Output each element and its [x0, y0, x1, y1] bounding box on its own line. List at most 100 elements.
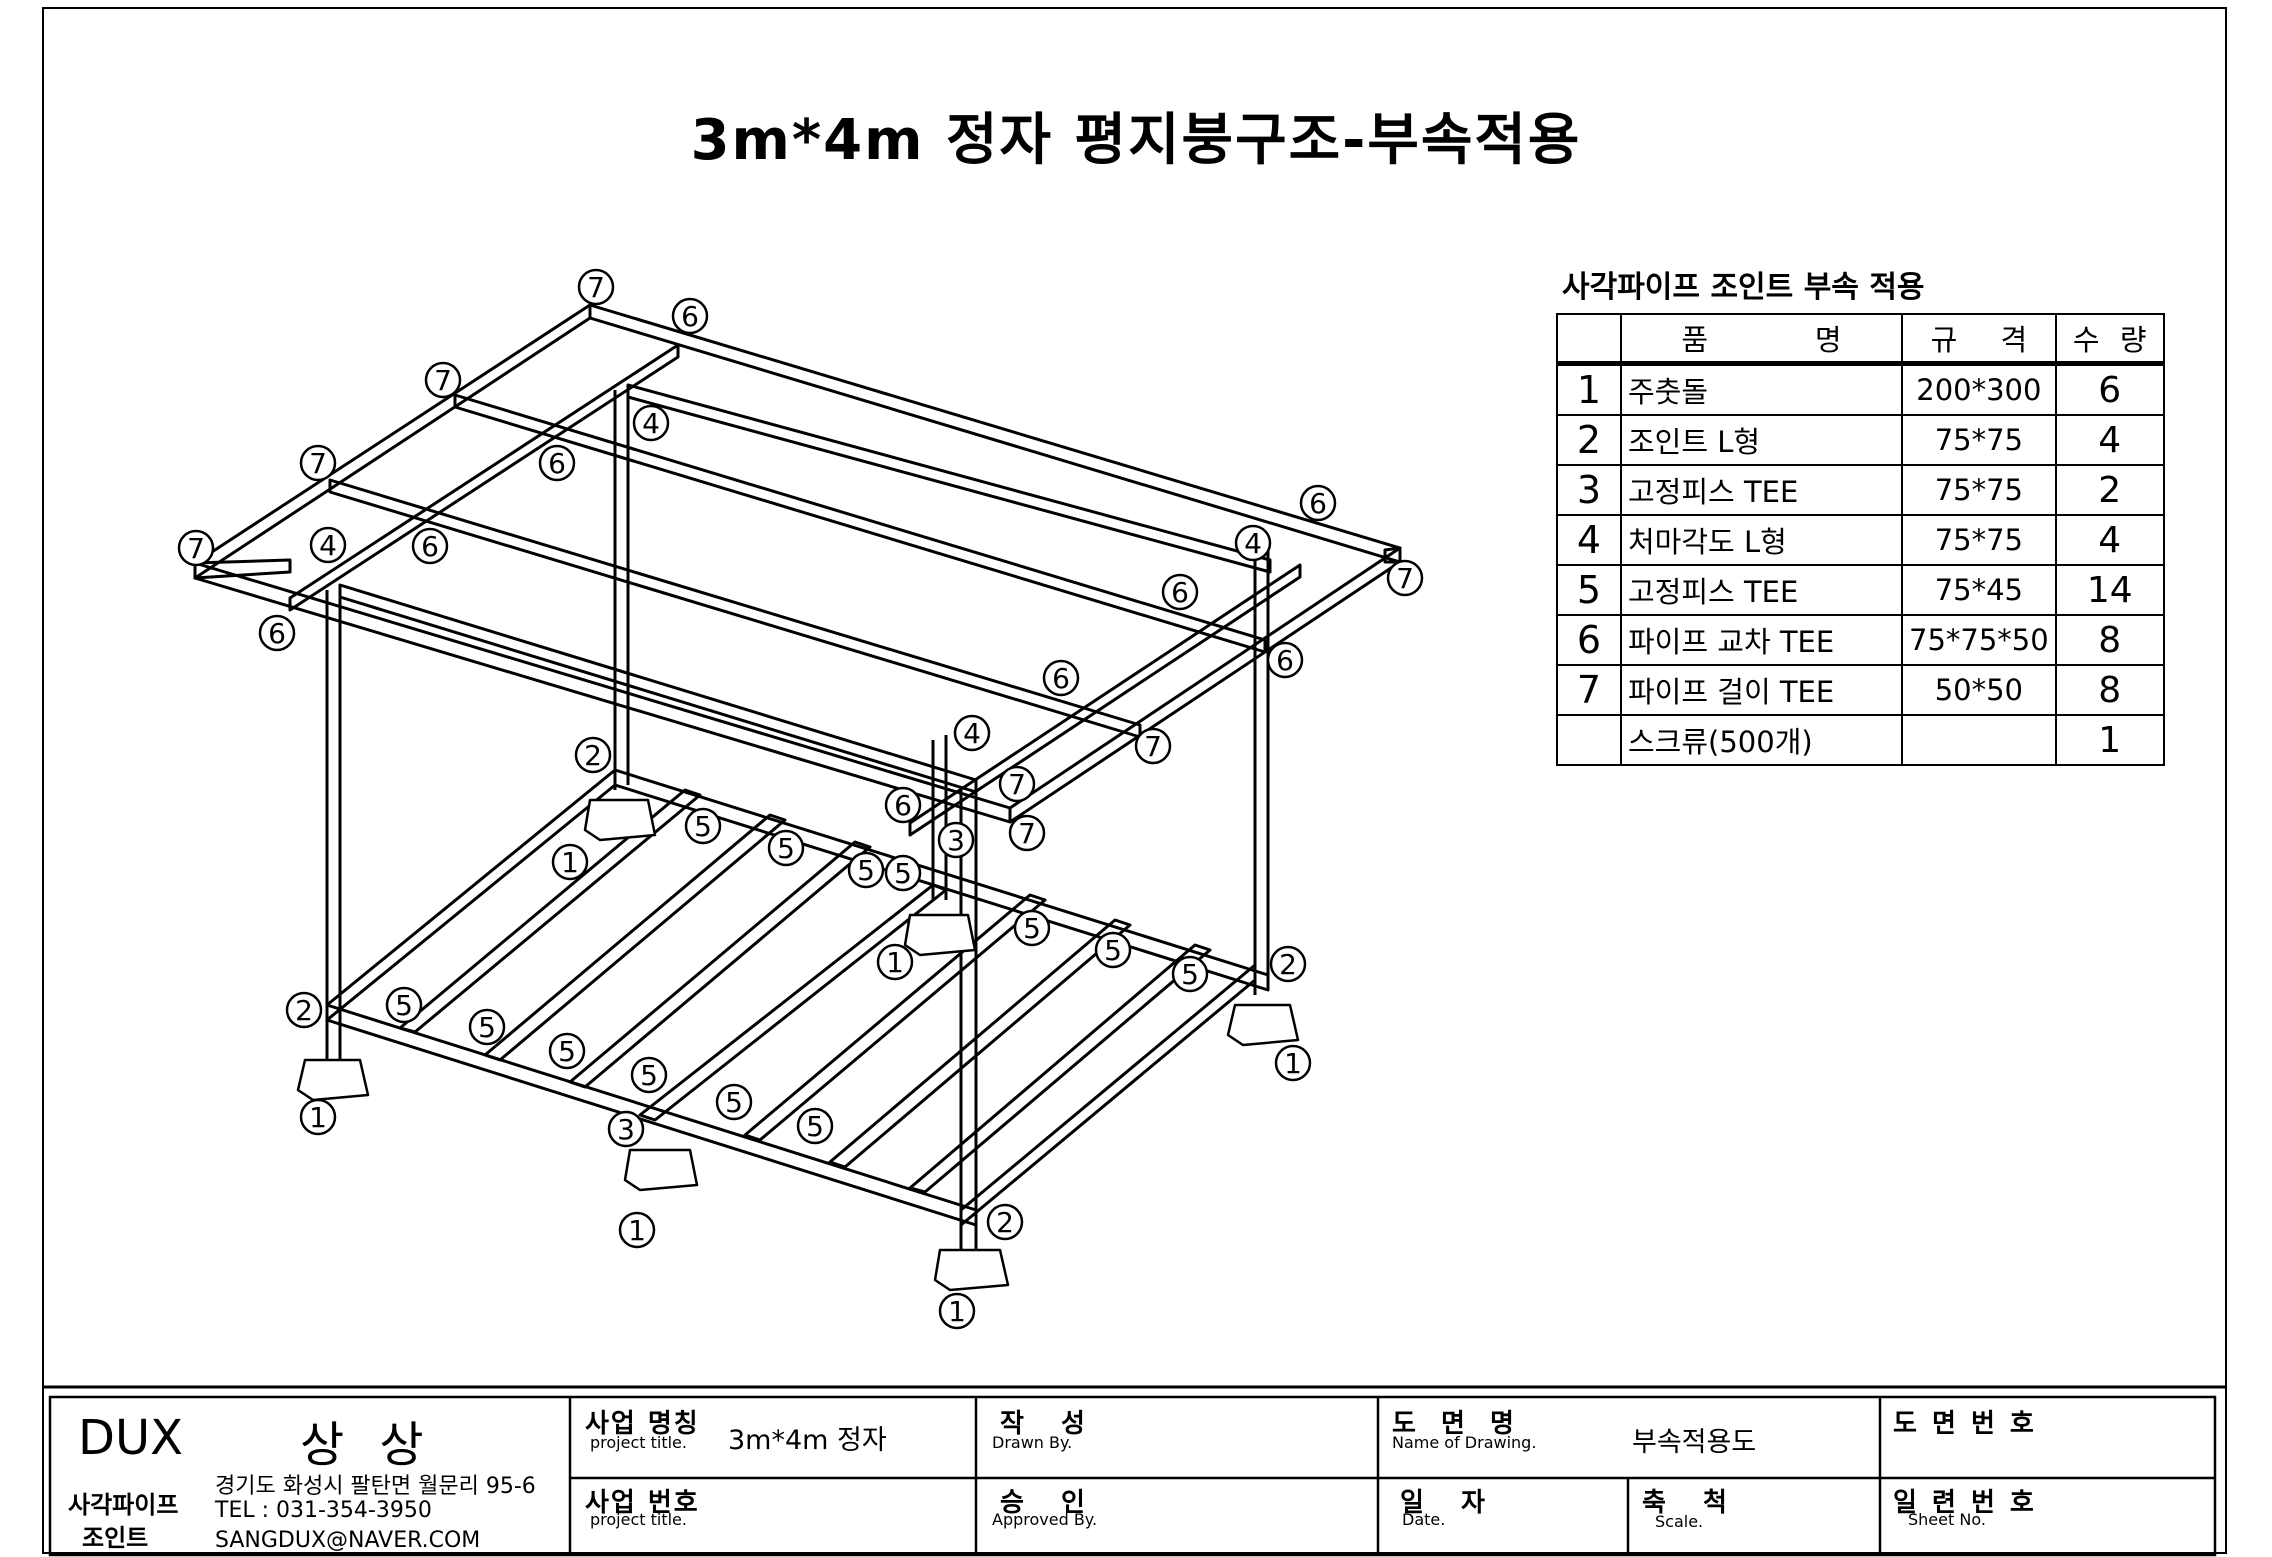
callout-circle [385, 986, 423, 1024]
callout-balloon: 7 [1008, 814, 1046, 852]
callout-number: 6 [1171, 576, 1189, 609]
drawing-name-value: 부속적용도 [1632, 1427, 1757, 1458]
callout-circle [299, 1098, 337, 1136]
callout-circle [671, 297, 709, 335]
callout-circle [618, 1211, 656, 1249]
callout-balloon: 1 [618, 1211, 656, 1249]
callout-balloon: 1 [299, 1098, 337, 1136]
callout-circle [1042, 659, 1080, 697]
callout-number: 6 [681, 300, 699, 333]
callout-circle [551, 843, 589, 881]
date-sub: Date. [1402, 1510, 1446, 1529]
callout-circle [684, 807, 722, 845]
callout-balloon: 5 [796, 1107, 834, 1145]
bom-cell-name: 파이프 걸이 TEE [1620, 664, 1903, 716]
callout-balloon: 5 [385, 986, 423, 1024]
callout-balloon: 3 [937, 821, 975, 859]
callout-number: 4 [319, 529, 337, 562]
callout-number: 3 [947, 824, 965, 857]
bom-cell-name: 처마각도 L형 [1620, 514, 1903, 566]
callout-balloon: 7 [299, 444, 337, 482]
callout-number: 5 [395, 989, 413, 1022]
bom-cell-spec: 75*75 [1901, 514, 2057, 566]
callout-number: 4 [642, 407, 660, 440]
callout-balloon: 4 [953, 714, 991, 752]
callout-balloon: 7 [424, 361, 462, 399]
callout-circle [309, 526, 347, 564]
callout-number: 5 [806, 1110, 824, 1143]
floor-frame [325, 768, 1270, 1227]
bom-cell-no: 1 [1556, 362, 1622, 416]
bom-cell-no [1556, 714, 1622, 766]
bom-cell-name: 고정피스 TEE [1620, 564, 1903, 616]
project-name-sub: project title. [590, 1433, 687, 1452]
callout-circle [607, 1110, 645, 1148]
callout-number: 7 [1018, 817, 1036, 850]
callout-circle [767, 829, 805, 867]
callout-number: 2 [996, 1206, 1014, 1239]
title-block-address: 경기도 화성시 팔탄면 월문리 95-6 [215, 1474, 536, 1499]
callout-balloon: 4 [309, 526, 347, 564]
callout-circle [577, 268, 615, 306]
callout-number: 7 [1144, 730, 1162, 763]
callout-circle [847, 851, 885, 889]
bom-cell-qty: 8 [2054, 664, 2165, 716]
title-block-product-b: 조인트 [82, 1524, 149, 1552]
bom-cell-qty: 14 [2054, 564, 2165, 616]
callout-balloon: 5 [1171, 955, 1209, 993]
callout-circle [998, 765, 1036, 803]
bom-cell-spec: 50*50 [1901, 664, 2057, 716]
callout-circle [1134, 727, 1172, 765]
callout-number: 5 [478, 1011, 496, 1044]
callout-circle [1094, 931, 1132, 969]
callout-circle [715, 1083, 753, 1121]
project-no-sub: project title. [590, 1510, 687, 1529]
callout-number: 3 [617, 1113, 635, 1146]
callout-balloon: 1 [1274, 1044, 1312, 1082]
callout-number: 5 [558, 1035, 576, 1068]
callout-circle [937, 821, 975, 859]
callout-number: 6 [1052, 662, 1070, 695]
callout-balloon: 4 [1234, 524, 1272, 562]
callout-balloon: 5 [1013, 909, 1051, 947]
callout-balloon: 1 [876, 943, 914, 981]
bom-cell-qty: 1 [2054, 714, 2165, 766]
bom-cell-spec [1901, 714, 2057, 766]
drawn-sub: Drawn By. [992, 1433, 1073, 1452]
callout-number: 1 [628, 1214, 646, 1247]
callout-balloon: 7 [577, 268, 615, 306]
callout-circle [1013, 909, 1051, 947]
bom-caption: 사각파이프 조인트 부속 적용 [1562, 270, 1925, 305]
callout-circle [538, 444, 576, 482]
callout-number: 7 [1008, 768, 1026, 801]
callout-number: 6 [268, 617, 286, 650]
pergola-structure [193, 303, 1402, 1292]
bom-header-name-a: 품 [1681, 323, 1709, 357]
callout-number: 2 [1279, 948, 1297, 981]
callout-number: 5 [1181, 958, 1199, 991]
callout-circle [1269, 945, 1307, 983]
callout-balloon: 5 [715, 1083, 753, 1121]
callout-circle [876, 943, 914, 981]
callout-balloon: 6 [1266, 641, 1304, 679]
callout-balloon: 6 [1161, 573, 1199, 611]
callout-circle [1161, 573, 1199, 611]
bom-header-no [1556, 313, 1622, 366]
sheet-border [42, 7, 2227, 1554]
callout-circle [177, 529, 215, 567]
callout-number: 7 [587, 271, 605, 304]
callout-number: 7 [309, 447, 327, 480]
post-back-right [1253, 550, 1270, 995]
callout-balloon: 5 [884, 854, 922, 892]
bom-cell-no: 4 [1556, 514, 1622, 566]
bom-cell-spec: 75*75 [1901, 464, 2057, 516]
title-block-email: SANGDUX@NAVER.COM [215, 1528, 481, 1553]
callout-circle [884, 786, 922, 824]
